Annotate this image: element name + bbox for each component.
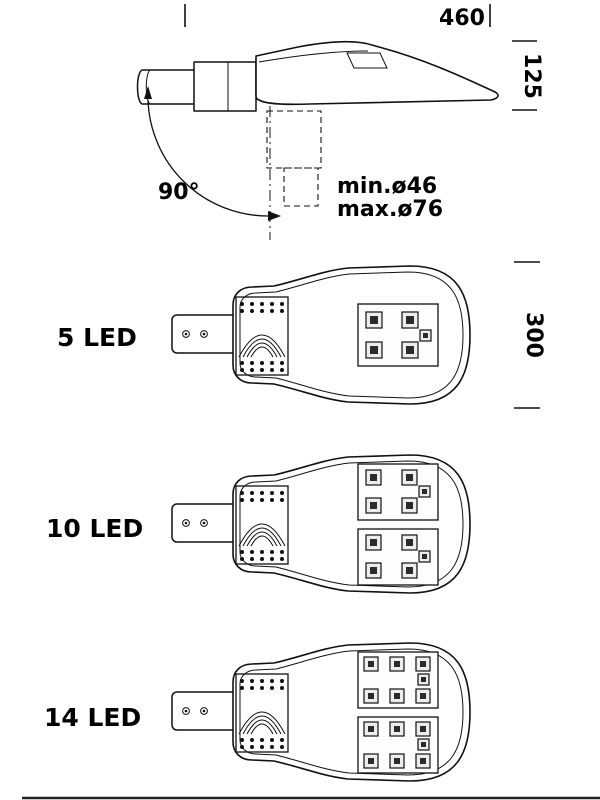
variant-label-14led: 14 LED — [44, 703, 141, 732]
top-view-14led — [171, 642, 471, 782]
dim-length-label: 300 — [521, 312, 546, 358]
led-chip — [368, 661, 374, 667]
dim-width-label: 460 — [439, 6, 485, 31]
led-chip — [406, 316, 414, 324]
dim-height-label: 125 — [519, 53, 544, 99]
led-chip — [370, 474, 377, 481]
led-chip — [406, 346, 414, 354]
angle-label: 90° — [158, 180, 200, 205]
led-chip — [370, 502, 377, 509]
led-chip — [420, 693, 426, 699]
pole-min-label: min.ø46 — [337, 174, 437, 199]
led-array-10 — [357, 463, 439, 586]
head-profile — [255, 41, 499, 106]
led-chip — [422, 489, 427, 494]
led-chip — [394, 693, 400, 699]
led-chip — [423, 333, 428, 338]
led-chip — [420, 661, 426, 667]
led-chip — [394, 758, 400, 764]
head-window — [346, 52, 388, 69]
top-view-10led — [171, 454, 471, 594]
top-view-5led — [171, 265, 471, 405]
pole-clamp — [193, 61, 257, 112]
led-chip — [370, 567, 377, 574]
side-view: 460 125 90° min.ø46 max.ø76 — [136, 4, 544, 240]
led-chip — [422, 554, 427, 559]
led-chip — [421, 677, 426, 682]
led-array-5 — [357, 303, 439, 367]
led-chip — [406, 539, 413, 546]
led-chip — [370, 316, 378, 324]
hidden-pole-section — [283, 167, 319, 207]
length-dimension: 300 — [514, 261, 546, 409]
led-array-14 — [357, 651, 439, 774]
led-chip — [421, 742, 426, 747]
variant-label-5led: 5 LED — [57, 323, 137, 352]
led-chip — [406, 474, 413, 481]
variant-label-10led: 10 LED — [46, 514, 143, 543]
pole-max-label: max.ø76 — [337, 197, 443, 222]
led-chip — [420, 758, 426, 764]
rotation-arc — [147, 99, 269, 217]
led-chip — [420, 726, 426, 732]
led-chip — [394, 726, 400, 732]
led-chip — [394, 661, 400, 667]
led-chip — [368, 758, 374, 764]
hidden-bracket — [266, 110, 322, 169]
led-chip — [406, 567, 413, 574]
arc-arrow-right — [268, 211, 281, 221]
led-chip — [370, 346, 378, 354]
led-chip — [368, 693, 374, 699]
arc-arrow-up — [144, 86, 152, 99]
led-chip — [406, 502, 413, 509]
pole — [136, 69, 196, 105]
led-chip — [368, 726, 374, 732]
led-chip — [370, 539, 377, 546]
